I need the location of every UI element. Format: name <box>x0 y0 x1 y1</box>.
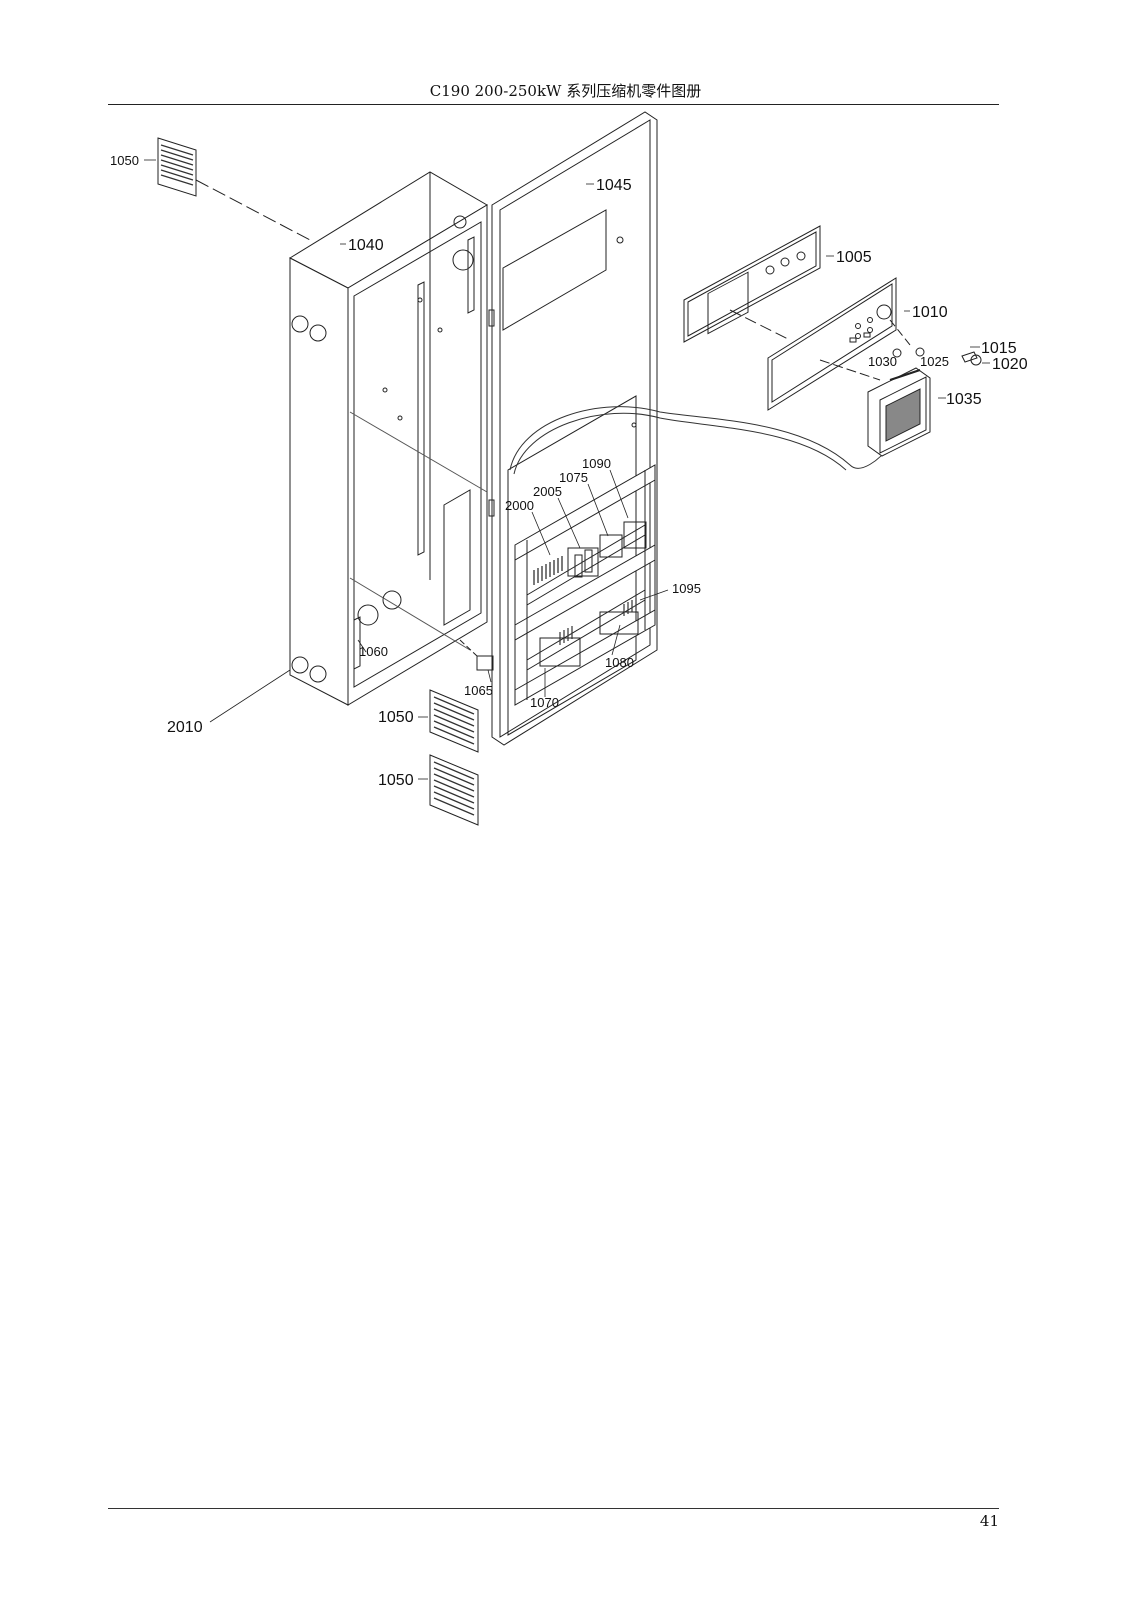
mounting-frame <box>514 464 656 706</box>
callout-1020: 1020 <box>992 356 1028 373</box>
vent-grille-top <box>157 137 197 197</box>
small-hardware <box>892 347 982 366</box>
callout-1030: 1030 <box>868 354 897 369</box>
door-panel <box>488 111 658 746</box>
callout-2000: 2000 <box>505 498 534 513</box>
callout-2010: 2010 <box>167 719 203 736</box>
connector-part <box>459 639 494 671</box>
callout-1090: 1090 <box>582 456 611 471</box>
callout-1015: 1015 <box>981 340 1017 357</box>
header-rule <box>108 104 999 105</box>
front-bezel <box>683 225 821 343</box>
callout-1050-bottom: 1050 <box>378 772 414 789</box>
page-header-title: C190 200-250kW 系列压缩机零件图册 <box>429 82 702 100</box>
callout-1095: 1095 <box>672 581 701 596</box>
callout-1045: 1045 <box>596 177 632 194</box>
callout-1075: 1075 <box>559 470 588 485</box>
callout-1035: 1035 <box>946 391 982 408</box>
callout-1080: 1080 <box>605 655 634 670</box>
footer-rule <box>108 1508 999 1509</box>
callout-1060: 1060 <box>359 644 388 659</box>
control-panel <box>767 277 897 411</box>
callout-1025: 1025 <box>920 354 949 369</box>
vent-grille-middle <box>429 689 479 753</box>
page-number: 41 <box>979 1512 999 1530</box>
enclosure-box <box>288 171 488 706</box>
callout-1065: 1065 <box>464 683 493 698</box>
callout-1010: 1010 <box>912 304 948 321</box>
vent-grille-bottom <box>429 754 479 826</box>
callout-2005: 2005 <box>533 484 562 499</box>
callout-1005: 1005 <box>836 249 872 266</box>
callout-1050-middle: 1050 <box>378 709 414 726</box>
hmi-display <box>867 367 931 457</box>
callout-1070: 1070 <box>530 695 559 710</box>
callout-1040: 1040 <box>348 237 384 254</box>
callout-1050-top: 1050 <box>110 153 139 168</box>
